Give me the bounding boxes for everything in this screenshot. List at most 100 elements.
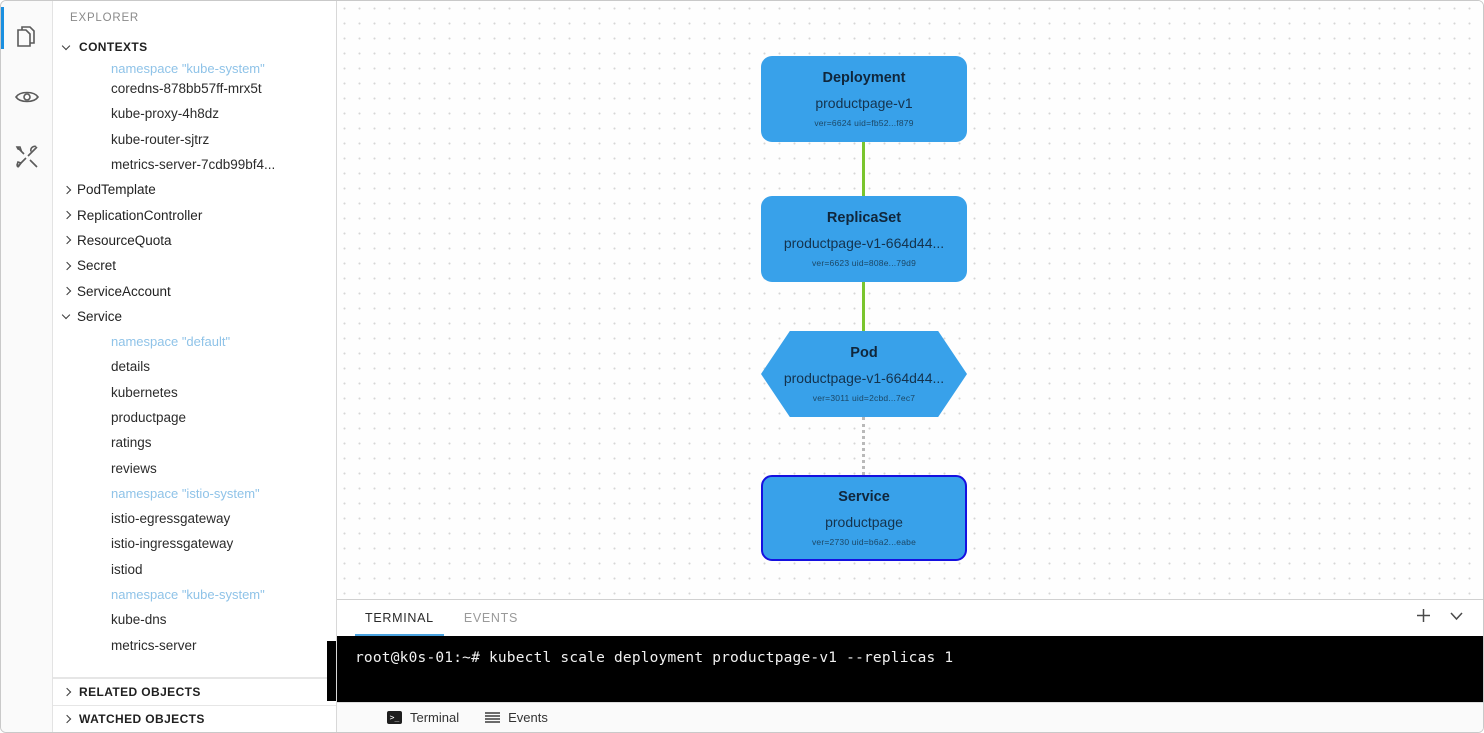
tree-row[interactable]: namespace "kube-system" xyxy=(53,60,336,76)
tree-row[interactable]: istio-egressgateway xyxy=(53,506,336,531)
tree-row[interactable]: namespace "istio-system" xyxy=(53,481,336,506)
tree-row[interactable]: ReplicationController xyxy=(53,202,336,227)
tree-row-label: kube-router-sjtrz xyxy=(111,131,210,147)
section-contexts[interactable]: CONTEXTS xyxy=(53,34,336,60)
terminal-output[interactable]: root@k0s-01:~# kubectl scale deployment … xyxy=(337,636,1483,702)
tree-row[interactable]: reviews xyxy=(53,455,336,480)
tree-row-label: productpage xyxy=(111,410,187,425)
section-related-objects[interactable]: RELATED OBJECTS xyxy=(53,678,336,705)
graph-node-kind: Service xyxy=(838,489,890,506)
tree-row[interactable]: namespace "default" xyxy=(53,329,336,354)
graph-node-name: productpage xyxy=(825,513,903,530)
tree-row-label: istio-egressgateway xyxy=(111,511,231,527)
tree-row[interactable]: ResourceQuota xyxy=(53,228,336,253)
tree-row-label: namespace "kube-system" xyxy=(111,61,265,76)
terminal-icon: >_ xyxy=(387,711,402,724)
section-contexts-label: CONTEXTS xyxy=(79,40,148,54)
tree-row-label: kube-dns xyxy=(111,612,167,628)
bottom-panel: TERMINAL EVENTS xyxy=(337,599,1483,702)
status-bar: >_ Terminal Events xyxy=(337,702,1483,732)
tab-terminal[interactable]: TERMINAL xyxy=(355,600,444,636)
activity-bar xyxy=(1,1,53,732)
tree-row[interactable]: kube-proxy-4h8dz xyxy=(53,101,336,126)
chevron-right-icon xyxy=(63,714,73,724)
explorer-title: EXPLORER xyxy=(70,12,140,24)
section-watched-objects[interactable]: WATCHED OBJECTS xyxy=(53,705,336,732)
tree-row-label: kube-proxy-4h8dz xyxy=(111,106,220,122)
tree-row-label: Secret xyxy=(77,258,117,274)
graph-edge xyxy=(862,282,865,331)
plus-icon[interactable] xyxy=(1415,607,1432,629)
tree-row[interactable]: PodTemplate xyxy=(53,177,336,202)
tree-row-label: details xyxy=(111,359,151,375)
status-item-events[interactable]: Events xyxy=(485,710,548,725)
activity-item-catalog[interactable] xyxy=(1,7,53,67)
chevron-down-icon xyxy=(63,42,73,52)
chevron-right-icon xyxy=(63,235,73,245)
tree-row[interactable]: kube-router-sjtrz xyxy=(53,127,336,152)
tree-row-label: istio-ingressgateway xyxy=(111,536,234,552)
sidebar-scrollbar[interactable] xyxy=(327,641,336,701)
tree-row-label: ResourceQuota xyxy=(77,232,172,248)
tree-row-label: kubernetes xyxy=(111,384,178,400)
graph-node-meta: ver=2730 uid=b6a2...eabe xyxy=(811,537,917,547)
tree-row[interactable]: istio-ingressgateway xyxy=(53,531,336,556)
tree-row[interactable]: istiod xyxy=(53,557,336,582)
tree-row[interactable]: coredns-878bb57ff-mrx5t xyxy=(53,76,336,101)
tree-row[interactable]: metrics-server xyxy=(53,633,336,658)
tree-row[interactable]: Secret xyxy=(53,253,336,278)
events-list-icon xyxy=(485,711,501,724)
graph-node-kind: Pod xyxy=(850,345,878,362)
eye-icon xyxy=(14,88,40,106)
graph-node-kind: Deployment xyxy=(822,70,906,87)
tree-row-label: namespace "default" xyxy=(111,334,231,350)
tree-row-label: ReplicationController xyxy=(77,207,203,223)
tree-row-label: Service xyxy=(77,308,123,324)
tools-icon xyxy=(14,144,40,170)
tree-row[interactable]: metrics-server-7cdb99bf4... xyxy=(53,152,336,177)
tree-row[interactable]: ratings xyxy=(53,430,336,455)
tree-row-label: metrics-server-7cdb99bf4... xyxy=(111,157,276,173)
tree-row-label: namespace "istio-system" xyxy=(111,485,260,501)
chevron-right-icon xyxy=(63,185,73,195)
graph-node-name: productpage-v1-664d44... xyxy=(783,234,945,251)
graph-node[interactable]: Service productpage ver=2730 uid=b6a2...ea… xyxy=(761,475,967,561)
tree-row[interactable]: kubernetes xyxy=(53,380,336,405)
graph-node-name: productpage-v1 xyxy=(815,94,913,111)
tree-row[interactable]: productpage xyxy=(53,405,336,430)
chevron-right-icon xyxy=(63,210,73,220)
tree-row-label: namespace "kube-system" xyxy=(111,587,265,603)
tab-terminal-label: TERMINAL xyxy=(365,611,434,625)
section-watched-objects-label: WATCHED OBJECTS xyxy=(79,712,205,726)
graph-edge xyxy=(862,417,865,475)
tree-row-label: metrics-server xyxy=(111,637,197,653)
activity-item-tools[interactable] xyxy=(1,127,53,187)
graph-node-meta: ver=3011 uid=2cbd...7ec7 xyxy=(812,393,916,403)
tree-row[interactable]: details xyxy=(53,354,336,379)
chevron-down-icon[interactable] xyxy=(1448,607,1465,629)
panel-tabs: TERMINAL EVENTS xyxy=(337,600,1483,636)
contexts-tree[interactable]: namespace "kube-system" coredns-878bb57ff… xyxy=(53,60,336,677)
status-item-terminal[interactable]: >_ Terminal xyxy=(387,710,459,725)
graph-node-kind: ReplicaSet xyxy=(826,210,902,227)
tree-row[interactable]: kube-dns xyxy=(53,607,336,632)
terminal-line: root@k0s-01:~# kubectl scale deployment … xyxy=(355,650,954,666)
tree-row[interactable]: namespace "kube-system" xyxy=(53,582,336,607)
tree-row[interactable]: Service xyxy=(53,304,336,329)
section-related-objects-label: RELATED OBJECTS xyxy=(79,685,201,699)
tree-row[interactable]: ServiceAccount xyxy=(53,278,336,303)
tree-row-label: ServiceAccount xyxy=(77,283,171,299)
tab-events[interactable]: EVENTS xyxy=(454,600,528,636)
activity-item-watches[interactable] xyxy=(1,67,53,127)
tree-row-label: coredns-878bb57ff-mrx5t xyxy=(111,81,262,97)
chevron-right-icon xyxy=(63,286,73,296)
tab-events-label: EVENTS xyxy=(463,611,519,625)
status-item-terminal-label: Terminal xyxy=(410,710,460,725)
chevron-right-icon xyxy=(63,261,73,271)
